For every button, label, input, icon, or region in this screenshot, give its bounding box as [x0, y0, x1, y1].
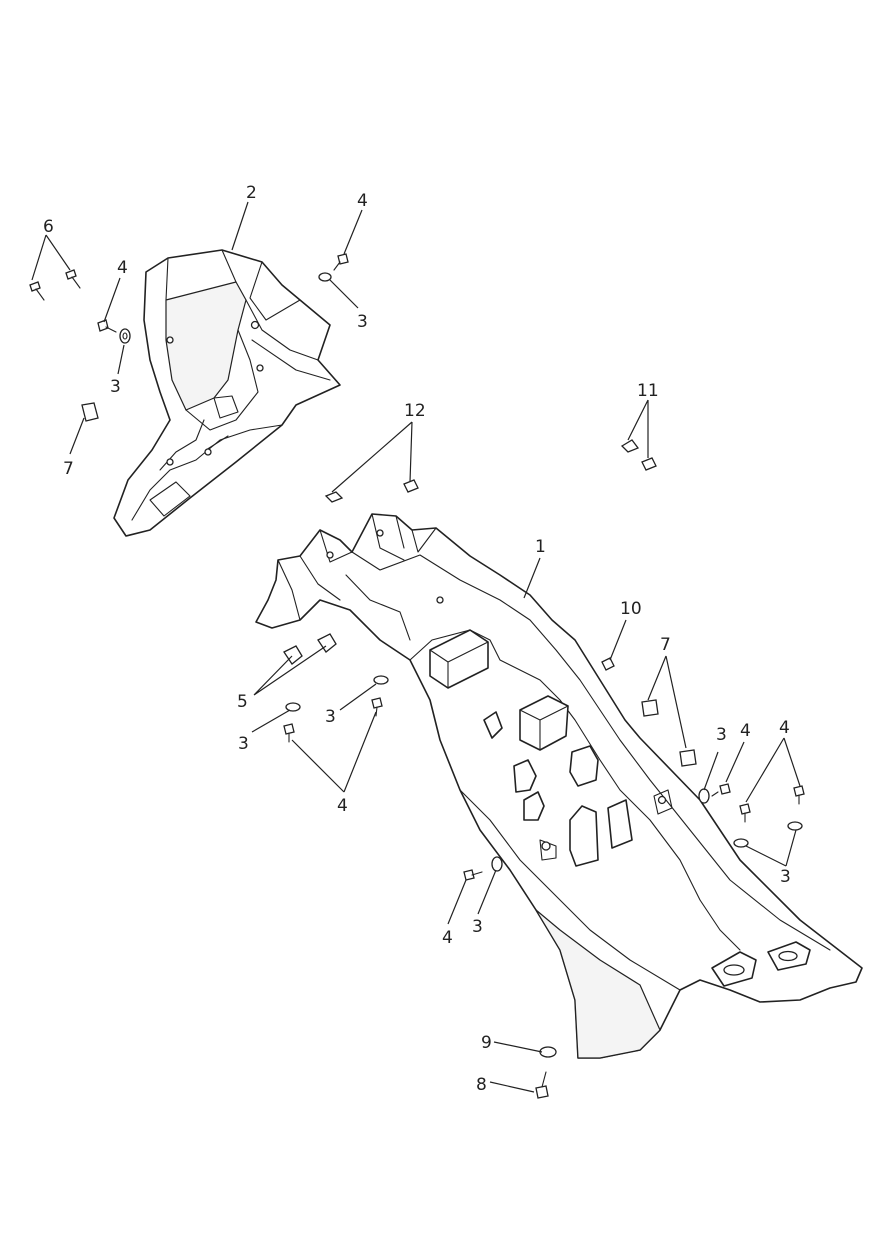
callout-3-guard-left: 3	[110, 377, 121, 397]
part-12-nut-b	[403, 479, 419, 493]
callout-4-tray-left: 4	[337, 796, 348, 816]
callout-10: 10	[620, 599, 642, 619]
callout-labels: 6 2 4 3 7 4 3 12 11 1 10 7 5 3 3 4 3 4 4…	[43, 183, 791, 1095]
callout-3-guard-top: 3	[357, 312, 368, 332]
part-4-screw-g	[793, 785, 805, 805]
callout-3-tray-bottom: 3	[472, 917, 483, 937]
part-3-washer-a	[119, 328, 131, 344]
part-6-clip-a	[283, 645, 303, 665]
part-4-screw-e	[711, 783, 731, 797]
part-3-washer-b	[318, 272, 332, 282]
hardware	[29, 253, 805, 1099]
part-3-washer-e	[698, 788, 710, 804]
part-3-washer-g	[733, 838, 749, 848]
callout-4-tray-bottom: 4	[442, 928, 453, 948]
callout-7-tray: 7	[660, 635, 671, 655]
part-7-grommet-b	[641, 699, 659, 717]
part-9-nut	[539, 1046, 557, 1058]
callout-3-tray-far-right: 3	[780, 867, 791, 887]
callout-8: 8	[476, 1075, 487, 1095]
part-8-bolt	[535, 1071, 549, 1099]
part-4-screw-c	[371, 697, 383, 717]
part-1-rear-mudguard	[255, 513, 863, 1059]
callout-4-tray-right-b: 4	[779, 718, 790, 738]
callout-3-tray-right: 3	[716, 725, 727, 745]
callout-5: 6	[43, 217, 54, 237]
part-4-screw-a	[97, 319, 117, 333]
part-4-screw-d	[283, 723, 295, 743]
callout-2: 2	[246, 183, 257, 203]
part-7-grommet-a	[81, 402, 99, 422]
part-12-nut-a	[324, 491, 344, 503]
part-11-plug-b	[641, 457, 657, 471]
part-7-grommet-c	[679, 749, 697, 767]
part-2-inner-mudguard	[113, 249, 341, 537]
callout-9: 9	[481, 1033, 492, 1053]
part-10-nut	[601, 657, 615, 671]
callout-12: 12	[404, 401, 426, 421]
part-3-washer-h	[491, 856, 503, 872]
part-3-washer-f	[787, 821, 803, 831]
part-4-screw-b	[333, 253, 349, 271]
part-11-plug-a	[620, 439, 640, 453]
callout-11: 11	[637, 381, 659, 401]
leader-lines	[31, 201, 801, 1093]
part-3-washer-d	[285, 702, 301, 712]
callout-4-guard-top: 4	[357, 191, 368, 211]
callout-1: 1	[535, 537, 546, 557]
part-5-screw-a	[29, 281, 45, 301]
callout-3-tray-left: 3	[238, 734, 249, 754]
part-4-screw-h	[463, 869, 483, 881]
part-3-washer-c	[373, 675, 389, 685]
part-5-screw-b	[65, 269, 81, 289]
callout-7-guard: 7	[63, 459, 74, 479]
callout-3-tray-mid: 3	[325, 707, 336, 727]
callout-4-guard-left: 4	[117, 258, 128, 278]
callout-6: 5	[237, 692, 248, 712]
part-4-screw-f	[739, 803, 751, 823]
callout-4-tray-right-a: 4	[740, 721, 751, 741]
